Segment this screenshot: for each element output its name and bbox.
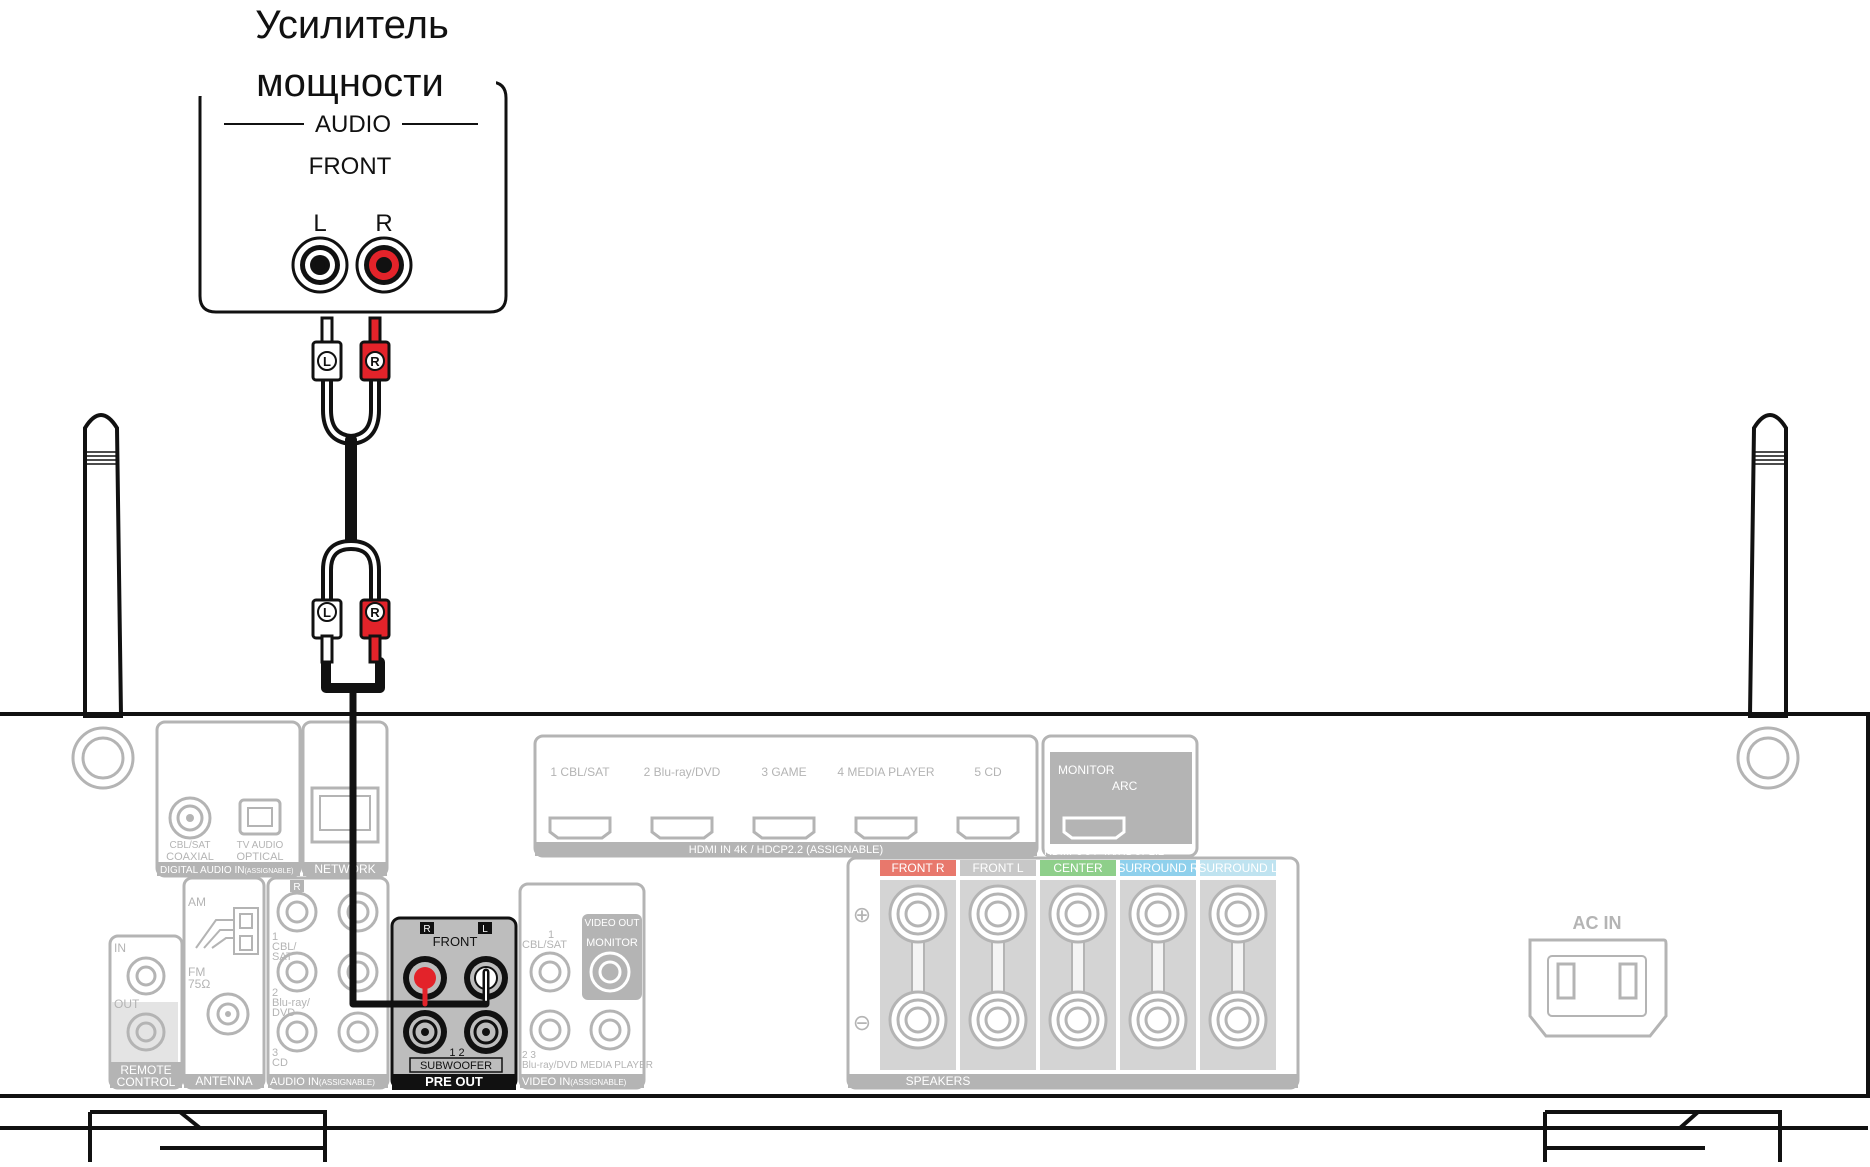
video-in-panel: 1 CBL/SAT VIDEO OUT MONITOR 2 3 Blu-ray/… [518,882,653,1090]
amplifier-l-label: L [313,210,326,237]
hdmi-out-panel: MONITOR ARC HDMI OUT 4K/HDCP2.2 [1041,734,1199,858]
optical-source-label: TV AUDIO [237,840,284,851]
amplifier-front-r-jack[interactable] [355,236,413,294]
pre-out-group-label: PRE OUT [425,1074,483,1089]
speaker-terminal-front-r[interactable]: FRONT R [880,860,956,1070]
video-in-group-label: VIDEO IN(ASSIGNABLE) [522,1076,627,1088]
hdmi-out-arc-label: ARC [1112,779,1138,793]
hdmi-in-label-2: 2 Blu-ray/DVD [644,765,721,779]
coaxial-label: COAXIAL [166,851,214,863]
plug-left-top-mark: L [323,354,331,369]
audio-in-3-num: 3 [272,1047,278,1059]
hdmi-in-label-1: 1 CBL/SAT [550,765,610,779]
receiver-body [0,712,1870,1162]
speaker-channel-label: CENTER [1053,861,1103,875]
hdmi-out-monitor-label: MONITOR [1058,763,1115,777]
video-out-monitor-label: MONITOR [586,937,638,949]
speaker-minus-mark: ⊖ [853,1010,871,1035]
audio-in-1-num: 1 [272,931,278,943]
optical-label: OPTICAL [236,851,283,863]
ac-in-panel: AC IN [1528,913,1668,1038]
speaker-channel-label: FRONT L [972,861,1023,875]
pre-out-front-label: FRONT [433,934,478,949]
audio-in-2-label-a: Blu-ray/ [272,997,311,1009]
speakers-group-label: SPEAKERS [906,1074,971,1088]
remote-out-label: OUT [114,997,140,1011]
power-amplifier: Усилитель мощности AUDIO FRONT L R [194,3,508,314]
plug-right-bottom-mark: R [370,605,380,620]
speaker-channel-label: SURROUND L [1198,861,1278,875]
audio-in-2-label-b: DVD [272,1007,295,1019]
video-in-1-label: CBL/SAT [522,939,567,951]
hdmi-in-label-4: 4 MEDIA PLAYER [837,765,934,779]
remote-group-label-1: REMOTE [120,1063,171,1077]
audio-in-3-label: CD [272,1057,288,1069]
antenna-group-label: ANTENNA [195,1074,252,1088]
speaker-terminal-front-l[interactable]: FRONT L [960,860,1036,1070]
audio-in-panel: R 1 CBL/ SAT 2 Blu-ray/ DVD 3 CD AUDIO I… [266,876,390,1090]
hdmi-in-ports: 1 CBL/SAT 2 Blu-ray/DVD 3 GAME 4 MEDIA P… [548,765,1020,840]
hdmi-in-panel: 1 CBL/SAT 2 Blu-ray/DVD 3 GAME 4 MEDIA P… [533,734,1039,858]
antenna-right [1736,413,1800,790]
hdmi-in-group-label: HDMI IN 4K / HDCP2.2 (ASSIGNABLE) [689,844,883,856]
antenna-panel: AM FM 75Ω ANTENNA [182,876,266,1090]
speaker-channel-label: FRONT R [891,861,944,875]
network-panel: NETWORK [301,720,389,878]
amplifier-front-l-jack[interactable] [291,236,349,294]
amplifier-r-label: R [375,210,392,237]
video-out-label: VIDEO OUT [584,918,639,929]
video-in-inputs-labels: Blu-ray/DVD MEDIA PLAYER [522,1060,653,1071]
pre-out-sub-numbers: 1 2 [449,1047,464,1059]
speaker-terminal-surround-r[interactable]: SURROUND R [1117,860,1199,1070]
fm-ohm-label: 75Ω [188,977,210,991]
antenna-left [71,413,135,790]
speaker-plus-mark: ⊕ [853,902,871,927]
audio-in-group-label: AUDIO IN(ASSIGNABLE) [270,1076,375,1088]
digital-audio-group-label: DIGITAL AUDIO IN(ASSIGNABLE) [160,865,293,876]
rca-plug-right-top: R [359,316,391,382]
coaxial-source-label: CBL/SAT [170,840,211,851]
remote-group-label-2: CONTROL [117,1075,176,1089]
audio-in-1-label-b: SAT [272,951,293,963]
video-in-inputs-numbers: 2 3 [522,1050,536,1061]
rca-plug-left-top: L [311,316,343,382]
rca-cable [321,374,490,1008]
hdmi-in-label-5: 5 CD [974,765,1002,779]
amplifier-title-line2: мощности [256,61,444,105]
hdmi-in-label-3: 3 GAME [761,765,806,779]
hdmi-out-group-label: HDMI OUT 4K/HDCP2.2 [1044,846,1164,858]
pre-out-subwoofer-jacks [403,1010,508,1054]
plug-left-bottom-mark: L [323,605,331,620]
rca-plug-right-bottom: R [359,598,391,664]
remote-in-label: IN [114,941,126,955]
network-label: NETWORK [314,862,375,876]
speaker-terminal-center[interactable]: CENTER [1040,860,1116,1070]
amplifier-title-line1: Усилитель [255,3,449,47]
plug-right-top-mark: R [370,354,380,369]
video-in-1-num: 1 [548,929,554,941]
pre-out-l-mark: L [482,924,488,935]
amplifier-audio-label: AUDIO [315,111,391,138]
ac-in-label: AC IN [1573,913,1622,933]
fm-label: FM [188,965,205,979]
pre-out-r-mark: R [423,924,430,935]
audio-in-2-num: 2 [272,987,278,999]
amplifier-front-label: FRONT [309,153,392,180]
audio-in-r-mark: R [293,882,300,893]
rca-plug-left-bottom: L [311,598,343,664]
speaker-channel-label: SURROUND R [1117,861,1199,875]
pre-out-subwoofer-label: SUBWOOFER [420,1060,492,1072]
audio-in-1-label-a: CBL/ [272,941,297,953]
remote-control-panel: IN OUT REMOTE CONTROL [108,934,184,1090]
speaker-terminal-surround-l[interactable]: SURROUND L [1198,860,1278,1070]
am-label: AM [188,895,206,909]
digital-audio-in-panel: CBL/SAT COAXIAL TV AUDIO OPTICAL DIGITAL… [155,720,302,878]
